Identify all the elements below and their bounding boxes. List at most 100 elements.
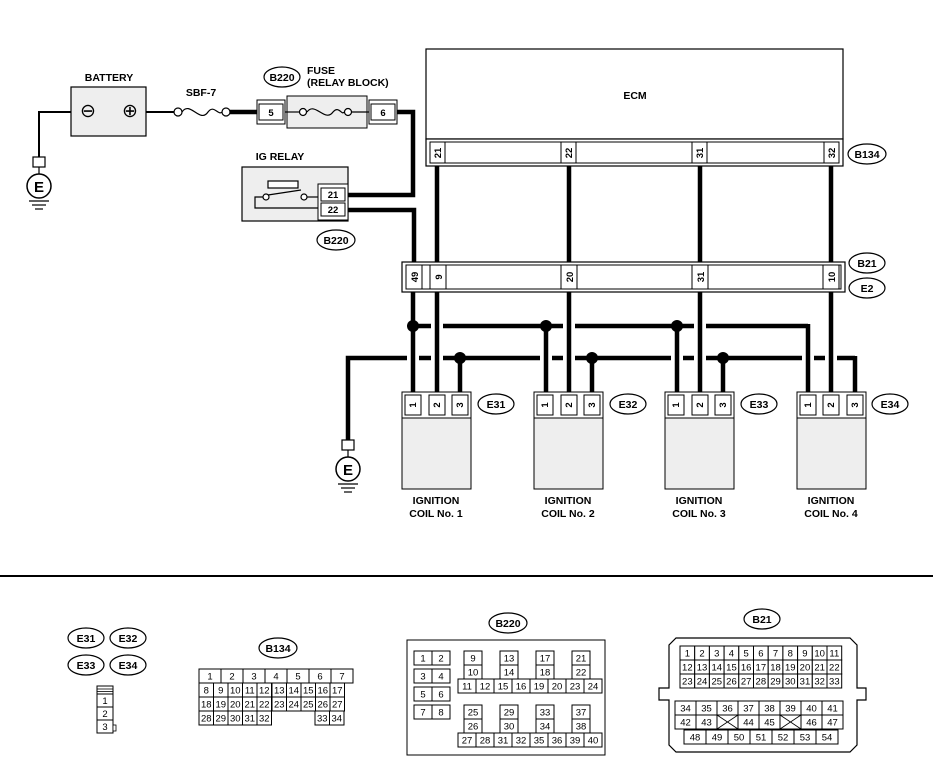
b220-pin-29: 29 xyxy=(504,708,515,719)
connector-cell xyxy=(431,668,451,684)
ground-symbol: E xyxy=(34,179,44,196)
coil-2-pin-3: 3 xyxy=(587,402,598,407)
b134-pin-34: 34 xyxy=(331,714,342,725)
b134-pin-9: 9 xyxy=(218,686,223,697)
b21-pin-28: 28 xyxy=(756,677,767,688)
connector-cell xyxy=(815,729,839,745)
b220-pin-11: 11 xyxy=(462,682,472,693)
b220-pin-24: 24 xyxy=(588,682,599,693)
b220-pin-10: 10 xyxy=(468,668,479,679)
b134-pin-15: 15 xyxy=(303,686,314,697)
b220-pin-23: 23 xyxy=(570,682,581,693)
b134-pin-29: 29 xyxy=(215,714,226,725)
b21-pin-27: 27 xyxy=(741,677,752,688)
connector-cell xyxy=(826,673,843,689)
coil-3-pin-3: 3 xyxy=(718,402,729,407)
b220-pin-6: 6 xyxy=(438,690,443,701)
b134-pin-28: 28 xyxy=(201,714,212,725)
b134-pin-18: 18 xyxy=(201,700,212,711)
b134-pin-16: 16 xyxy=(317,686,328,697)
b220-pin-20: 20 xyxy=(552,682,563,693)
b134-pin-2: 2 xyxy=(229,672,234,683)
b220-pin-4: 4 xyxy=(438,672,443,683)
fuse-label: FUSE xyxy=(307,65,335,77)
coil-ground-symbol: E xyxy=(343,462,353,479)
b220-pin-13: 13 xyxy=(504,654,515,665)
legend-coil-pin-1: 1 xyxy=(102,696,107,707)
b21-pin-47: 47 xyxy=(827,718,838,729)
b134-pin-20: 20 xyxy=(230,700,241,711)
coil-1-label: IGNITION xyxy=(413,495,460,507)
b220-pin-15: 15 xyxy=(498,682,509,693)
b21-pin-29: 29 xyxy=(770,677,781,688)
b220-pin-12: 12 xyxy=(480,682,491,693)
coil-ground-icon: E xyxy=(335,439,361,493)
b134-pin-31: 31 xyxy=(244,714,255,725)
b21-pin-22: 22 xyxy=(829,663,840,674)
b220-pin-40: 40 xyxy=(588,736,599,747)
b21-pin-2: 2 xyxy=(699,649,704,660)
b220-pin-36: 36 xyxy=(552,736,563,747)
coil-wiring xyxy=(345,292,858,440)
harness-connector-b21: B21 xyxy=(857,258,876,270)
b220-pin-2: 2 xyxy=(438,654,443,665)
coil-4-label-sub: COIL No. 4 xyxy=(804,508,858,520)
b21-pin-3: 3 xyxy=(714,649,719,660)
b220-pin-30: 30 xyxy=(504,722,515,733)
b21-pin-13: 13 xyxy=(697,663,708,674)
b220-pin-38: 38 xyxy=(576,722,587,733)
b220-pin-8: 8 xyxy=(438,708,443,719)
b21-pin-44: 44 xyxy=(743,718,754,729)
b21-pin-21: 21 xyxy=(814,663,825,674)
harness-pin-31: 31 xyxy=(696,271,707,282)
coil-4-pin-1: 1 xyxy=(803,402,814,408)
b134-pin-11: 11 xyxy=(245,686,255,697)
ecm-pin-32: 32 xyxy=(827,148,838,159)
b21-pin-26: 26 xyxy=(726,677,737,688)
coil-4-connector: E34 xyxy=(881,399,900,411)
ground-icon: E xyxy=(26,156,52,210)
ig-relay-pin-21: 21 xyxy=(328,190,339,201)
ecm-pin-22: 22 xyxy=(564,148,575,159)
b21-pin-36: 36 xyxy=(722,704,733,715)
legend-b134-label: B134 xyxy=(265,643,290,655)
coil-3-label-sub: COIL No. 3 xyxy=(672,508,726,520)
connector-cell xyxy=(583,678,603,694)
coil-2-label: IGNITION xyxy=(545,495,592,507)
sbf-fuse: SBF-7 xyxy=(146,87,231,117)
b21-pin-54: 54 xyxy=(822,733,833,744)
b21-pin-52: 52 xyxy=(778,733,789,744)
coil-4-label: IGNITION xyxy=(808,495,855,507)
coil-3-connector: E33 xyxy=(750,399,769,411)
coil-3-pin-2: 2 xyxy=(695,402,706,407)
b21-pin-19: 19 xyxy=(785,663,796,674)
b21-pin-16: 16 xyxy=(741,663,752,674)
b220-pin-32: 32 xyxy=(516,736,527,747)
b21-pin-49: 49 xyxy=(712,733,723,744)
b21-pin-5: 5 xyxy=(744,649,749,660)
b134-pin-6: 6 xyxy=(317,672,322,683)
coil-3-label: IGNITION xyxy=(676,495,723,507)
b220-pin-31: 31 xyxy=(498,736,509,747)
coil-1-pin-3: 3 xyxy=(455,402,466,407)
connector-cell xyxy=(256,710,272,726)
fuse-connector-label: B220 xyxy=(269,72,294,84)
b134-pin-19: 19 xyxy=(215,700,226,711)
b21-pin-24: 24 xyxy=(697,677,708,688)
blank-cell-mark xyxy=(779,714,802,730)
b21-pin-35: 35 xyxy=(701,704,712,715)
legend-oval-e33: E33 xyxy=(77,660,96,672)
b134-pin-33: 33 xyxy=(317,714,328,725)
b21-pin-23: 23 xyxy=(682,677,693,688)
b220-pin-33: 33 xyxy=(540,708,551,719)
b220-pin-37: 37 xyxy=(576,708,587,719)
ecm-label: ECM xyxy=(623,90,647,102)
b134-pin-30: 30 xyxy=(230,714,241,725)
sbf-label: SBF-7 xyxy=(186,87,216,99)
connector-cell xyxy=(431,650,451,666)
fuse-pin-5: 5 xyxy=(268,108,274,119)
b220-pin-7: 7 xyxy=(420,708,425,719)
